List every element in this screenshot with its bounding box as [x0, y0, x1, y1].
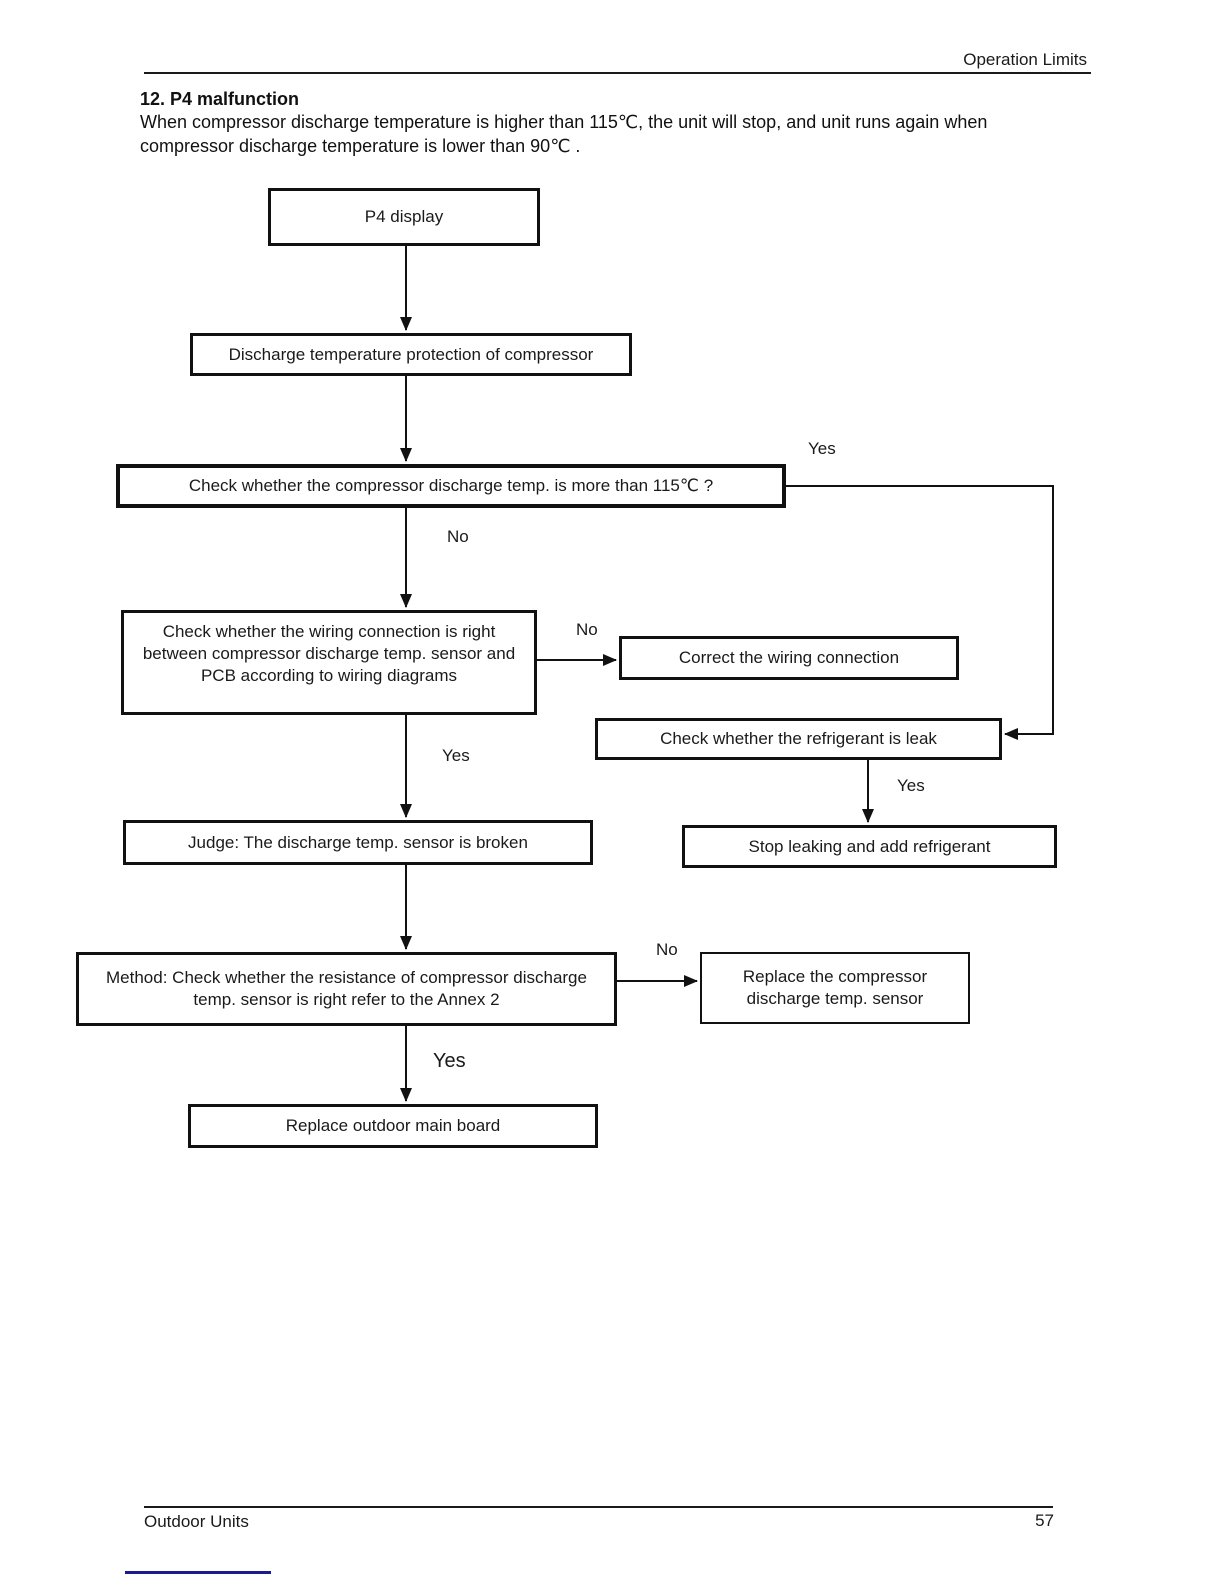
section-body-line: When compressor discharge temperature is…: [140, 112, 988, 132]
flow-node-text: temp. sensor is right refer to the Annex…: [193, 990, 500, 1009]
flow-node-text: Replace the compressor: [742, 967, 928, 986]
flow-node-stop-leaking: Stop leaking and add refrigerant: [682, 825, 1057, 868]
flow-node-text: Method: Check whether the resistance of …: [106, 968, 587, 987]
edge-label-no: No: [576, 620, 598, 639]
flow-node-replace-sensor: Replace the compressor discharge temp. s…: [700, 952, 970, 1024]
edge-label-yes: Yes: [897, 776, 925, 795]
flow-node-check-discharge-temp: Check whether the compressor discharge t…: [116, 464, 786, 508]
edge-label-yes: Yes: [808, 439, 836, 458]
edge-label-no: No: [656, 940, 678, 959]
flow-node-p4-display: P4 display: [268, 188, 540, 246]
flow-node-check-refrigerant-leak: Check whether the refrigerant is leak: [595, 718, 1002, 760]
flow-node-text: Check whether the wiring connection is r…: [162, 622, 496, 641]
section-heading: 12. P4 malfunction: [140, 89, 300, 109]
page-header-title: Operation Limits: [963, 50, 1087, 69]
edge-label-yes: Yes: [442, 746, 470, 765]
flow-node-discharge-protection: Discharge temperature protection of comp…: [190, 333, 632, 376]
flow-node-text: Replace outdoor main board: [285, 1116, 501, 1135]
flow-node-text: between compressor discharge temp. senso…: [142, 644, 516, 663]
flow-node-check-wiring: Check whether the wiring connection is r…: [121, 610, 537, 715]
footer-section-title: Outdoor Units: [144, 1512, 249, 1531]
flow-node-text: discharge temp. sensor: [746, 989, 924, 1008]
edge-label-no: No: [447, 527, 469, 546]
flow-node-text: PCB according to wiring diagrams: [200, 666, 458, 685]
stray-underline-mark: [125, 1571, 271, 1574]
flow-node-text: Discharge temperature protection of comp…: [228, 344, 594, 364]
flow-node-judge-sensor-broken: Judge: The discharge temp. sensor is bro…: [123, 820, 593, 865]
flow-node-text: Judge: The discharge temp. sensor is bro…: [188, 832, 528, 852]
flow-node-text: Correct the wiring connection: [678, 648, 900, 667]
flow-node-replace-main-board: Replace outdoor main board: [188, 1104, 598, 1148]
section-body-line: compressor discharge temperature is lowe…: [140, 136, 581, 156]
edge-checktemp-yes-to-checkleak: [786, 485, 1054, 740]
edge-label-yes: Yes: [433, 1050, 466, 1072]
flow-node-text: Check whether the compressor discharge t…: [188, 476, 714, 495]
header-rule: [144, 72, 1091, 74]
footer-page-number: 57: [1035, 1511, 1054, 1530]
footer-rule: [144, 1506, 1053, 1508]
flow-node-text: Stop leaking and add refrigerant: [748, 836, 991, 856]
flow-node-method-check-resistance: Method: Check whether the resistance of …: [76, 952, 617, 1026]
flow-node-correct-wiring: Correct the wiring connection: [619, 636, 959, 680]
flow-node-text: P4 display: [364, 207, 444, 226]
flow-node-text: Check whether the refrigerant is leak: [660, 729, 937, 748]
